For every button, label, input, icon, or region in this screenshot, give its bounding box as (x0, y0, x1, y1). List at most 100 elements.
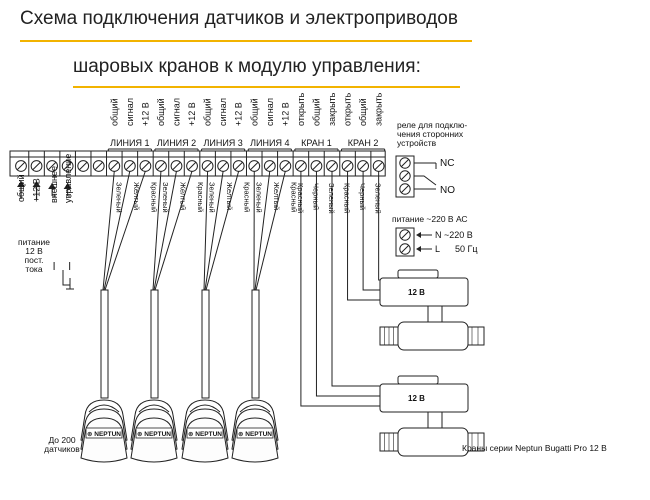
screw-slot (401, 159, 409, 167)
screw-slot (125, 161, 134, 171)
screw-slot (47, 161, 57, 171)
arrow-head (416, 246, 421, 252)
screw-terminal-icon (263, 160, 276, 172)
sensor-cable (150, 289, 159, 399)
valve-actuator (379, 277, 469, 307)
mains-caption: питание ~220 В АС (392, 214, 468, 224)
terminal-top-label: общий (203, 98, 213, 126)
valve-cap (397, 269, 439, 279)
arrow-head (63, 183, 72, 189)
valve-voltage-label: 12 В (408, 288, 425, 297)
screw-slot (110, 161, 119, 171)
screw-terminal-icon (92, 160, 105, 172)
leak-sensor-icon: ⊛ NEPTUN (181, 399, 229, 463)
sensor-wire-color-label: Зеленый (114, 182, 123, 213)
sensor-wire-color-label: Красный (149, 182, 158, 212)
terminal-top-label: общий (156, 98, 166, 126)
screw-terminal-icon (217, 160, 230, 172)
terminal-top-label: +12 В (234, 102, 244, 126)
screw-terminal-icon (279, 160, 292, 172)
external-control-label: внешнее (49, 166, 59, 203)
screw-slot (374, 161, 383, 171)
terminal-top-label: закрыть (327, 92, 337, 126)
power-caption: пост. (25, 255, 44, 265)
terminal-group-label: КРАН 2 (348, 138, 379, 148)
arrow-head (32, 181, 41, 187)
leak-sensor-icon: ⊛ NEPTUN (80, 399, 128, 463)
power-label-12v: +12 В (32, 178, 42, 202)
relay-caption: устройств (397, 138, 437, 148)
sensor-brand: ⊛ NEPTUN (137, 431, 171, 438)
sensor-top-curve (138, 404, 170, 413)
screw-slot (401, 245, 409, 253)
arrow-left-icon (416, 232, 432, 238)
screw-terminal-icon (30, 160, 43, 172)
screw-slot (401, 185, 409, 193)
screw-slot (343, 161, 352, 171)
sensor-wire-color-label: Красный (196, 182, 205, 212)
power-caption: питание (18, 237, 50, 247)
valve-body (397, 321, 469, 351)
sensor-wire (254, 170, 271, 291)
screw-terminal-icon (399, 183, 411, 195)
sensor-wire (153, 170, 177, 291)
terminal-top-label: сигнал (172, 98, 182, 126)
ball-valve-icon: 12 В (379, 375, 485, 457)
relay-caption: чения сторонних (397, 129, 464, 139)
title-line-2: шаровых кранов к модулю управления: (73, 56, 421, 77)
sensor-shell (130, 417, 178, 463)
screw-slot (187, 161, 197, 171)
sensor-wire (255, 170, 286, 291)
screw-terminal-icon (399, 157, 411, 169)
sensor-wire (203, 170, 209, 291)
sensor-wire (104, 170, 146, 291)
terminal-top-label: общий (311, 98, 321, 126)
screw-slot (250, 161, 259, 171)
sensor-wire-color-label: Желтый (132, 182, 141, 210)
sensor-brand: ⊛ NEPTUN (87, 431, 121, 438)
screw-terminal-icon (232, 160, 245, 172)
relay-caption: реле для подклю- (397, 120, 467, 130)
screw-terminal-icon (108, 160, 121, 172)
screw-terminal-icon (326, 160, 338, 172)
valves-caption: Краны серии Neptun Bugatti Pro 12 В (462, 443, 607, 453)
terminal-top-label: общий (249, 98, 259, 126)
terminal-top-label: сигнал (218, 98, 228, 126)
valve-nut-right (467, 326, 485, 346)
ball-valve-icon: 12 В (379, 269, 485, 351)
power-label-common: общий (16, 174, 26, 202)
screw-terminal-icon (77, 160, 90, 172)
screw-slot (203, 161, 212, 171)
valve-wire (300, 171, 380, 407)
screw-terminal-icon (357, 160, 370, 172)
sensor-cable (100, 289, 109, 399)
valve-wire (362, 171, 380, 291)
valve-wire (347, 171, 380, 301)
sensor-brand-plate (135, 427, 173, 439)
sensor-wire (103, 170, 131, 291)
terminal-top-label: закрыть (374, 92, 384, 126)
terminal-top-label: +12 В (140, 102, 150, 126)
sensor-cable (201, 289, 210, 399)
switch-symbol (62, 270, 70, 286)
arrow-head (48, 183, 57, 189)
screw-slot (312, 161, 321, 171)
screw-terminal-icon (123, 160, 136, 172)
title-underline-1 (20, 40, 472, 42)
terminal-group-label: ЛИНИЯ 2 (157, 138, 196, 148)
sensor-wire-color-label: Красный (243, 182, 252, 212)
screw-slot (401, 231, 409, 239)
sensor-wire-color-label: Желтый (179, 182, 188, 210)
screw-terminal-icon (295, 160, 307, 172)
valve-wire (331, 171, 380, 387)
sensor-top-curve (239, 404, 271, 413)
screw-slot (79, 161, 88, 171)
screw-slot (94, 161, 103, 171)
screw-slot (358, 161, 368, 171)
screw-terminal-icon (61, 160, 74, 172)
screw-slot (265, 161, 274, 171)
screw-terminal-icon (341, 160, 354, 172)
valve-stem (427, 305, 443, 323)
